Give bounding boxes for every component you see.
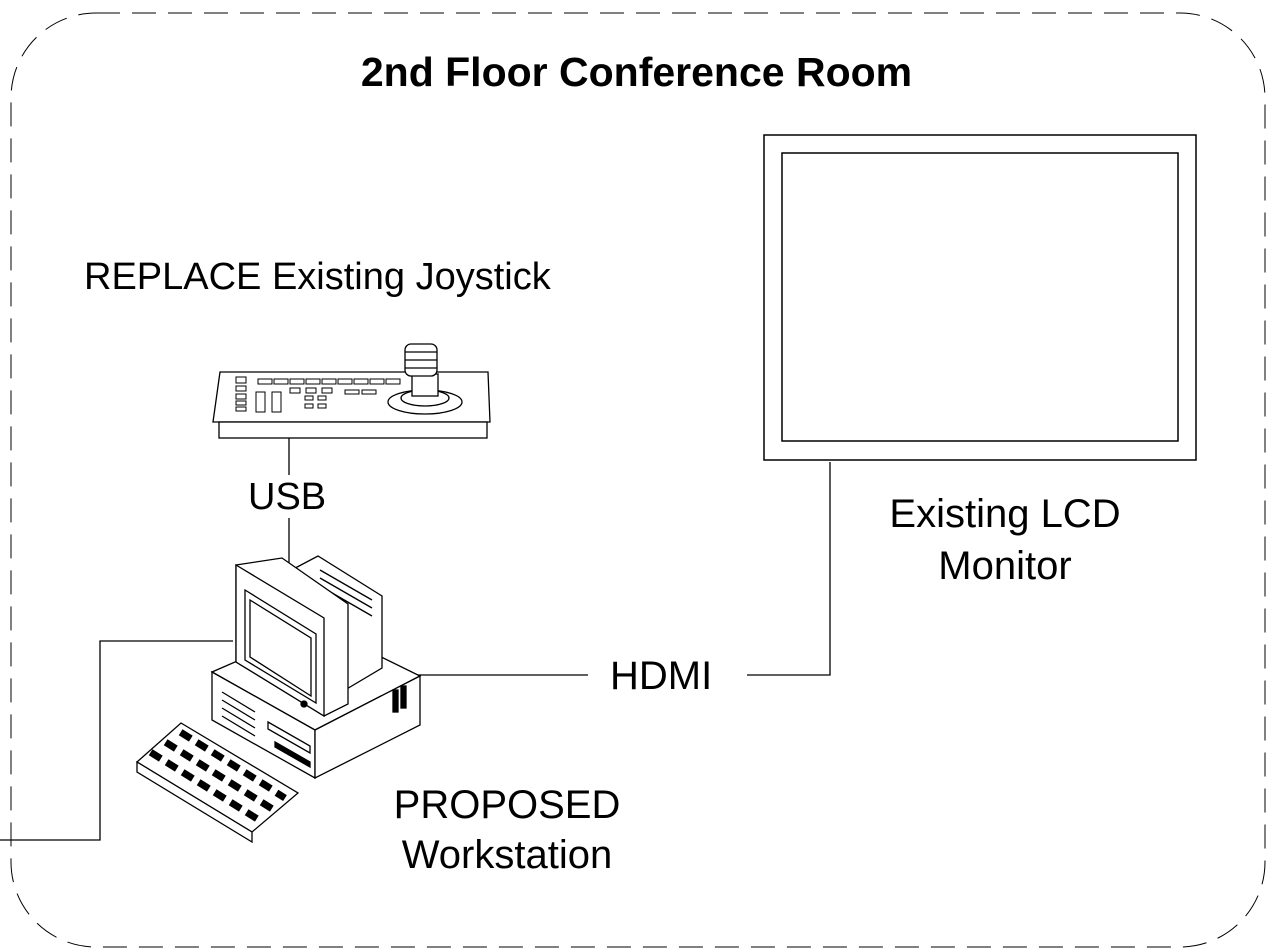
connection-lines [0, 438, 831, 841]
room-boundary [10, 12, 1266, 948]
usb-label: USB [248, 476, 327, 518]
lcd-monitor-icon [763, 134, 1197, 461]
hdmi-cable-right [747, 462, 831, 676]
keyboard-icon [135, 722, 300, 844]
joystick-controller-icon [212, 343, 491, 439]
monitor-label-line2: Monitor [938, 544, 1072, 588]
page-title: 2nd Floor Conference Room [360, 49, 913, 95]
joystick-label: REPLACE Existing Joystick [84, 256, 551, 298]
workstation-label: PROPOSED Workstation [352, 780, 662, 880]
hdmi-label: HDMI [610, 654, 713, 698]
monitor-label: Existing LCD Monitor [860, 488, 1150, 592]
workstation-label-line1: PROPOSED [393, 783, 621, 827]
external-cable [0, 640, 233, 841]
monitor-label-line1: Existing LCD [889, 492, 1121, 536]
crt-monitor-icon [235, 555, 383, 718]
workstation-label-line2: Workstation [401, 833, 613, 877]
